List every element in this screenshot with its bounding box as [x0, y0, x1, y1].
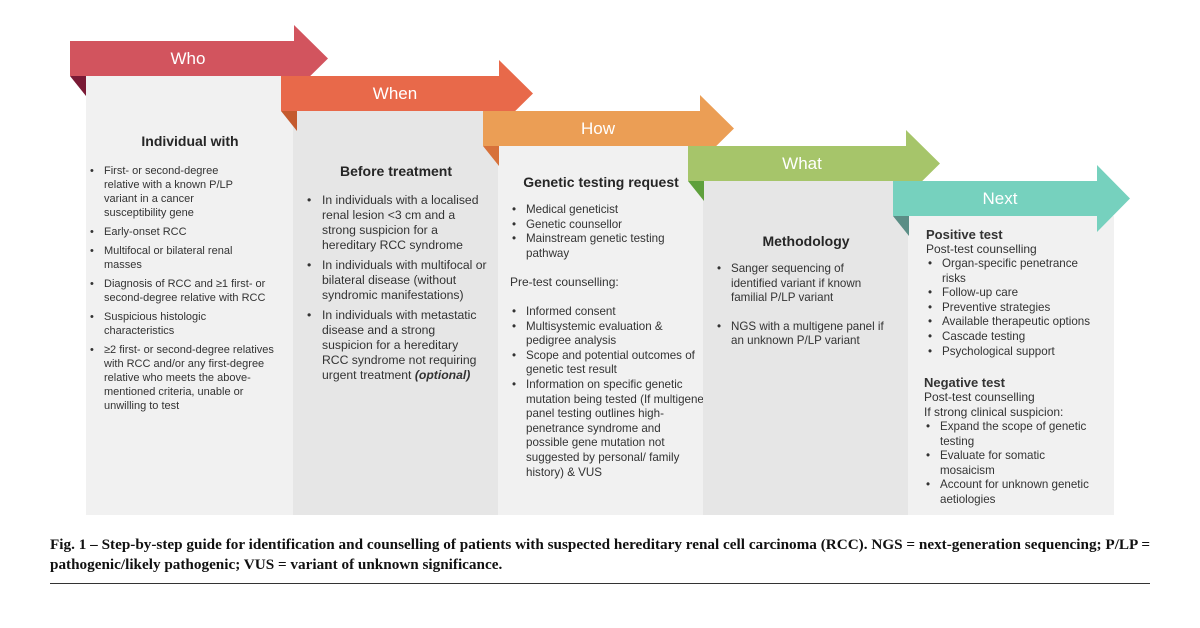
step-label-how: How	[580, 119, 615, 138]
panel-what: Methodology Sanger sequencing of identif…	[703, 181, 909, 515]
how-title: Genetic testing request	[523, 174, 679, 190]
list-item: Cascade testing	[926, 330, 1108, 345]
list-item: Scope and potential outcomes of genetic …	[510, 349, 698, 378]
list-item: Information on specific genetic mutation…	[510, 378, 706, 480]
list-item: First- or second-degree relative with a …	[88, 164, 244, 220]
panel-who: Individual with First- or second-degree …	[86, 76, 294, 515]
list-item: Multisystemic evaluation & pedigree anal…	[510, 320, 676, 349]
pretest-heading: Pre-test counselling:	[510, 275, 619, 289]
list-item: Multifocal or bilateral renal masses	[88, 244, 264, 272]
step-label-what: What	[782, 154, 822, 173]
list-item: Sanger sequencing of identified variant …	[715, 262, 887, 306]
list-item: Suspicious histologic characteristics	[88, 310, 244, 338]
list-item: In individuals with multifocal or bilate…	[305, 258, 487, 303]
list-item: In individuals with a localised renal le…	[305, 193, 487, 253]
list-item: In individuals with metastatic disease a…	[305, 308, 487, 383]
panel-when: Before treatment In individuals with a l…	[293, 111, 499, 515]
list-item: Genetic counsellor	[510, 218, 692, 233]
list-item: Follow-up care	[926, 286, 1108, 301]
list-item: Preventive strategies	[926, 301, 1108, 316]
negative-test-sub2: If strong clinical suspicion:	[924, 405, 1064, 419]
step-label-when: When	[372, 84, 418, 103]
list-item: Informed consent	[510, 305, 698, 320]
step-label-next: Next	[982, 189, 1018, 208]
list-item: Account for unknown genetic aetiologies	[924, 478, 1112, 507]
list-item: ≥2 first- or second-degree relatives wit…	[88, 343, 284, 413]
step-label-who: Who	[170, 49, 206, 68]
figure-caption: Fig. 1 – Step-by-step guide for identifi…	[50, 536, 1150, 573]
how-requester-list: Medical geneticist Genetic counsellor Ma…	[510, 203, 692, 261]
list-item: Psychological support	[926, 345, 1108, 360]
list-item: Diagnosis of RCC and ≥1 first- or second…	[88, 277, 304, 305]
list-item: Organ-specific penetrance risks	[926, 257, 1102, 286]
caption-rule	[50, 583, 1150, 584]
pretest-list: Informed consent Multisystemic evaluatio…	[510, 305, 704, 480]
list-item: Available therapeutic options	[926, 315, 1108, 330]
optional-note: (optional)	[414, 368, 471, 382]
positive-test-title: Positive test	[926, 227, 1003, 242]
list-item: Medical geneticist	[510, 203, 692, 218]
who-list: First- or second-degree relative with a …	[88, 164, 288, 418]
list-item-text: In individuals with metastatic disease a…	[322, 308, 477, 382]
list-item: NGS with a multigene panel if an unknown…	[715, 320, 887, 349]
list-item: Evaluate for somatic mosaicism	[924, 449, 1080, 478]
negative-test-title: Negative test	[924, 375, 1005, 390]
when-list: In individuals with a localised renal le…	[305, 193, 487, 388]
what-title: Methodology	[762, 233, 850, 249]
arrow-fold-who	[70, 76, 86, 96]
list-item: Expand the scope of genetic testing	[924, 420, 1112, 449]
panel-how: Genetic testing request Medical genetici…	[498, 146, 704, 515]
list-item: Mainstream genetic testing pathway	[510, 232, 692, 261]
list-item: Early-onset RCC	[88, 225, 288, 239]
positive-test-sub: Post-test counselling	[926, 242, 1037, 256]
when-title: Before treatment	[339, 163, 453, 179]
what-list: Sanger sequencing of identified variant …	[715, 262, 887, 349]
negative-list: Expand the scope of genetic testing Eval…	[924, 420, 1106, 508]
who-title: Individual with	[141, 133, 239, 149]
panel-next: Positive test Post-test counselling Orga…	[908, 216, 1114, 515]
negative-test-sub: Post-test counselling	[924, 390, 1035, 404]
positive-list: Organ-specific penetrance risks Follow-u…	[926, 257, 1108, 359]
